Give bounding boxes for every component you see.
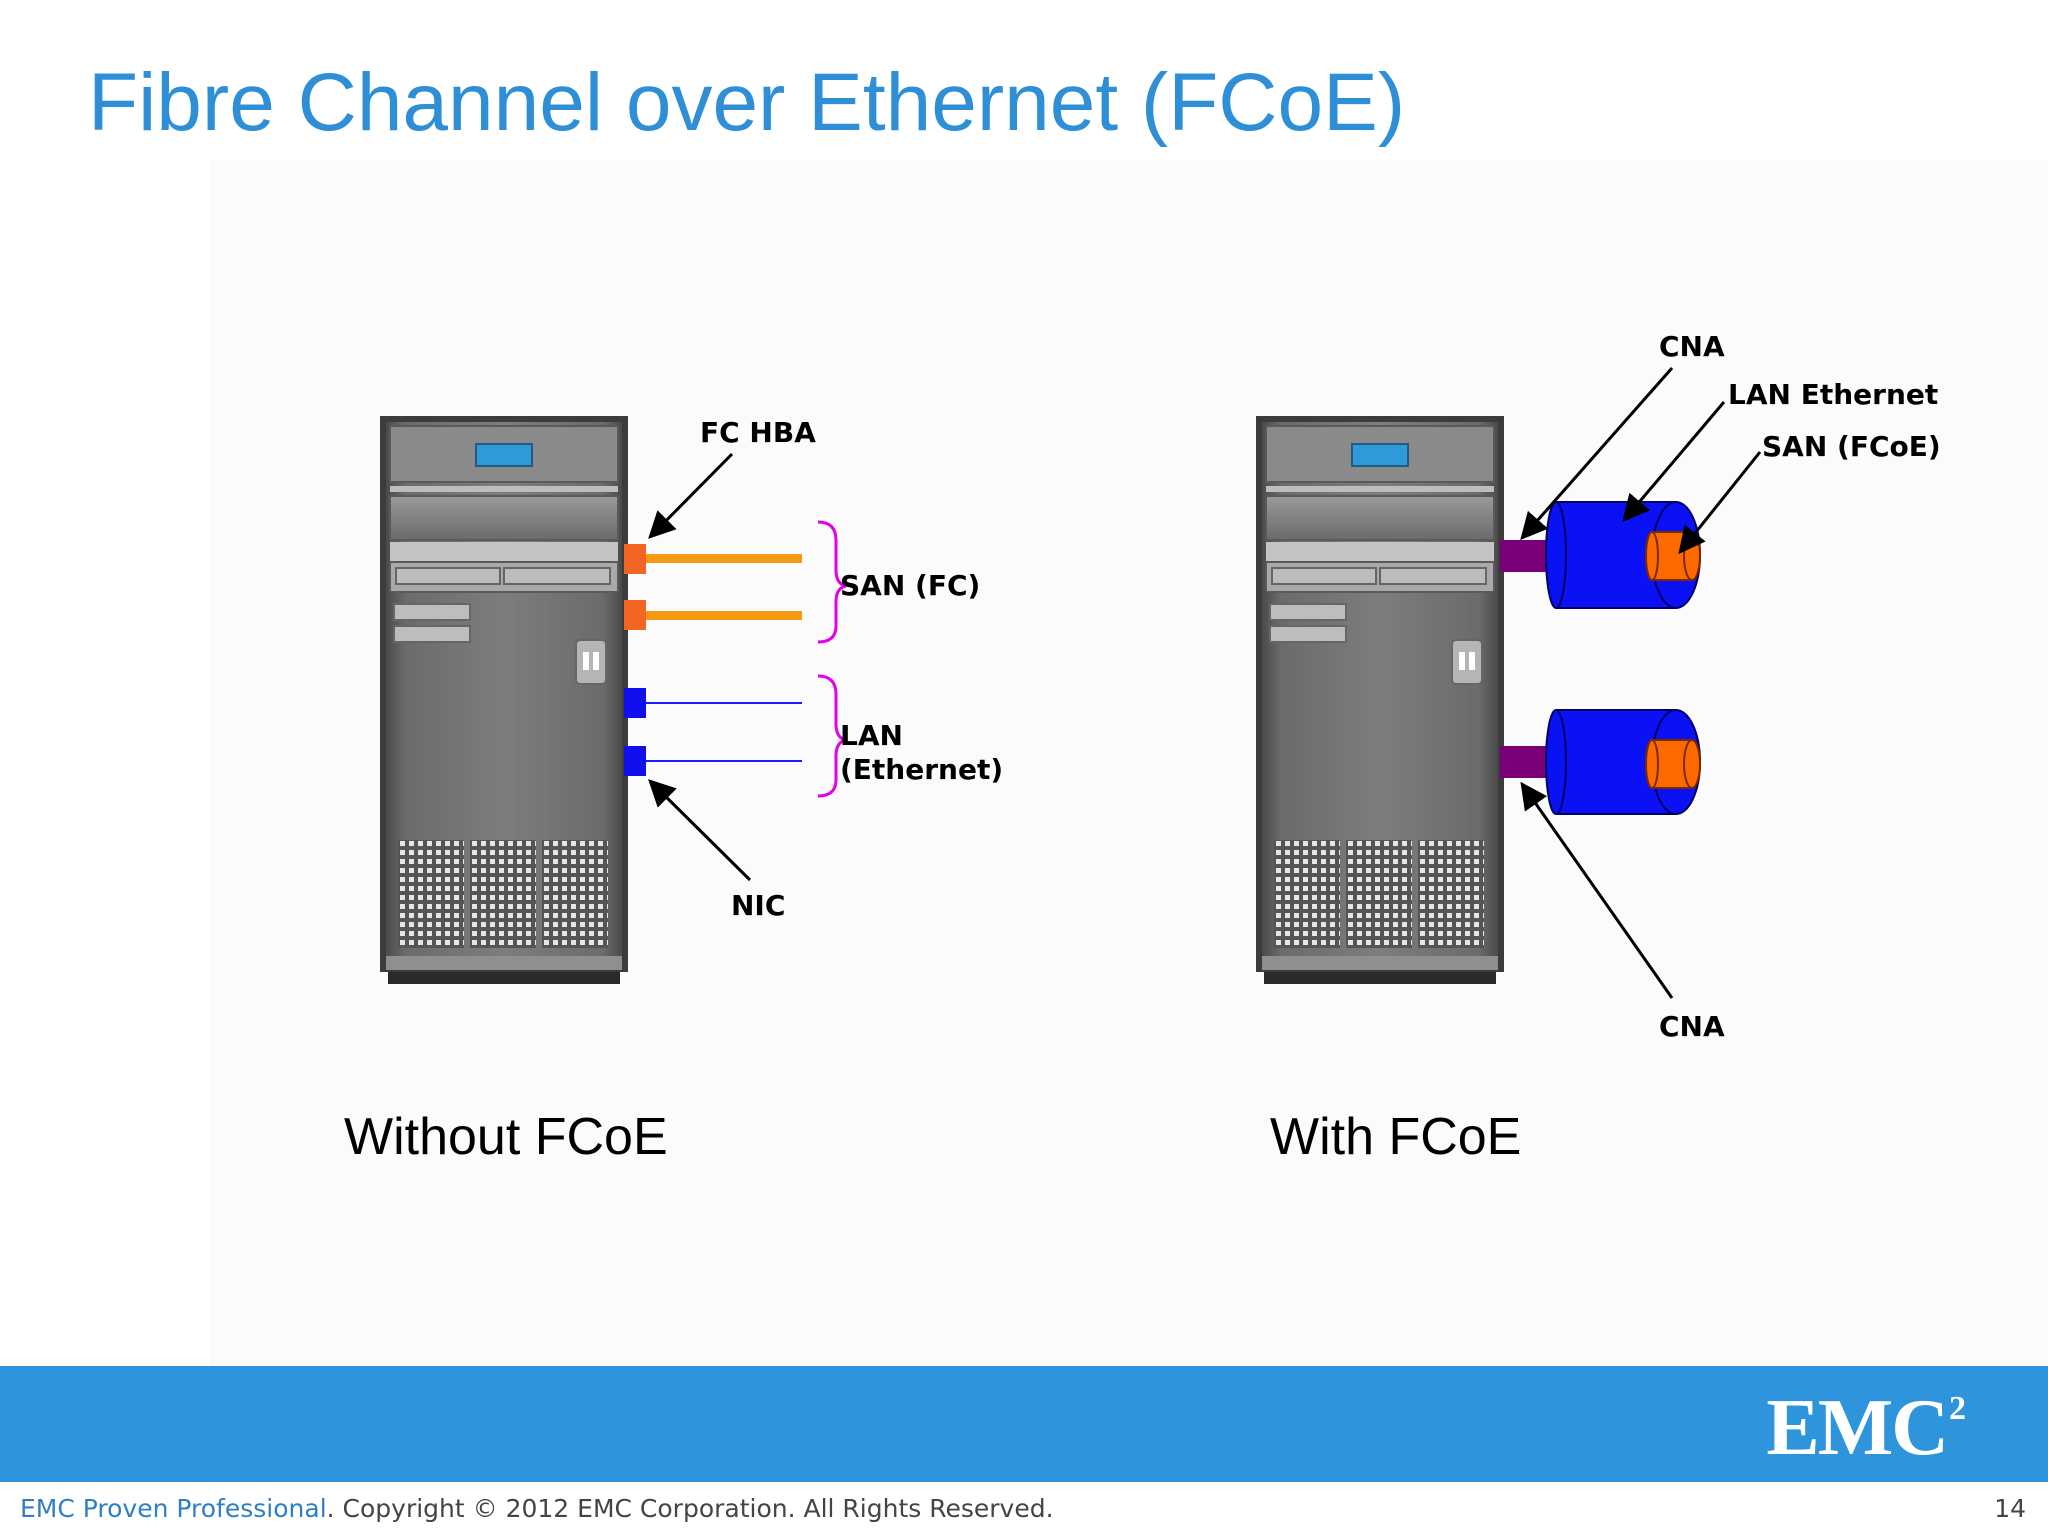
fc-cable-1 bbox=[646, 554, 802, 563]
fc-hba-label: FC HBA bbox=[700, 416, 816, 449]
fc-cables bbox=[646, 554, 802, 620]
emc-logo: EMC2 bbox=[1766, 1388, 1966, 1468]
san-fc-label: SAN (FC) bbox=[840, 569, 980, 602]
lan-label-line2: (Ethernet) bbox=[840, 753, 1003, 786]
emc-logo-superscript: 2 bbox=[1949, 1390, 1966, 1427]
cna-bottom-arrow bbox=[1520, 781, 1674, 999]
ethernet-cable-1 bbox=[646, 702, 802, 704]
nic-port-2 bbox=[624, 746, 646, 776]
cna-top-arrow bbox=[1520, 367, 1674, 541]
cna-top-label: CNA bbox=[1659, 330, 1725, 363]
emc-logo-text: EMC bbox=[1766, 1384, 1949, 1472]
footer-copyright-text: . Copyright © 2012 EMC Corporation. All … bbox=[326, 1494, 1054, 1523]
caption-with-fcoe: With FCoE bbox=[1270, 1108, 1521, 1166]
server-without-fcoe bbox=[379, 415, 629, 985]
lan-ethernet-arrow bbox=[1622, 401, 1726, 523]
footer-brand: EMC Proven Professional bbox=[20, 1494, 327, 1523]
lan-ethernet-label: LAN Ethernet bbox=[1728, 378, 1938, 411]
footer-copyright: EMC Proven Professional. Copyright © 201… bbox=[20, 1494, 1054, 1523]
ethernet-cable-2 bbox=[646, 760, 802, 762]
fc-hba-ports bbox=[624, 544, 646, 630]
page-number: 14 bbox=[1994, 1494, 2026, 1523]
nic-arrow bbox=[648, 779, 752, 882]
lan-brace bbox=[817, 674, 847, 798]
fc-cable-2 bbox=[646, 611, 802, 620]
fcoe-cable-bottom bbox=[1545, 709, 1701, 815]
fcoe-cable-top bbox=[1545, 501, 1701, 609]
san-brace bbox=[817, 520, 847, 644]
caption-without-fcoe: Without FCoE bbox=[344, 1108, 668, 1166]
fc-port-2 bbox=[624, 600, 646, 630]
cna-bottom-label: CNA bbox=[1659, 1010, 1725, 1043]
fcoe-diagram: FC HBA SAN (FC) LAN (Ethernet) NIC Witho… bbox=[344, 330, 1941, 1166]
ethernet-cables bbox=[646, 702, 802, 762]
lan-label-line1: LAN bbox=[840, 719, 903, 752]
san-fcoe-label: SAN (FCoE) bbox=[1762, 430, 1941, 463]
server-with-fcoe bbox=[1255, 415, 1505, 985]
fc-port-1 bbox=[624, 544, 646, 574]
nic-label: NIC bbox=[731, 889, 785, 922]
nic-ports bbox=[624, 688, 646, 776]
nic-port-1 bbox=[624, 688, 646, 718]
slide-title: Fibre Channel over Ethernet (FCoE) bbox=[88, 57, 1406, 148]
footer-bar bbox=[0, 1366, 2048, 1482]
san-fcoe-arrow bbox=[1678, 451, 1762, 555]
fc-hba-arrow bbox=[648, 452, 734, 539]
